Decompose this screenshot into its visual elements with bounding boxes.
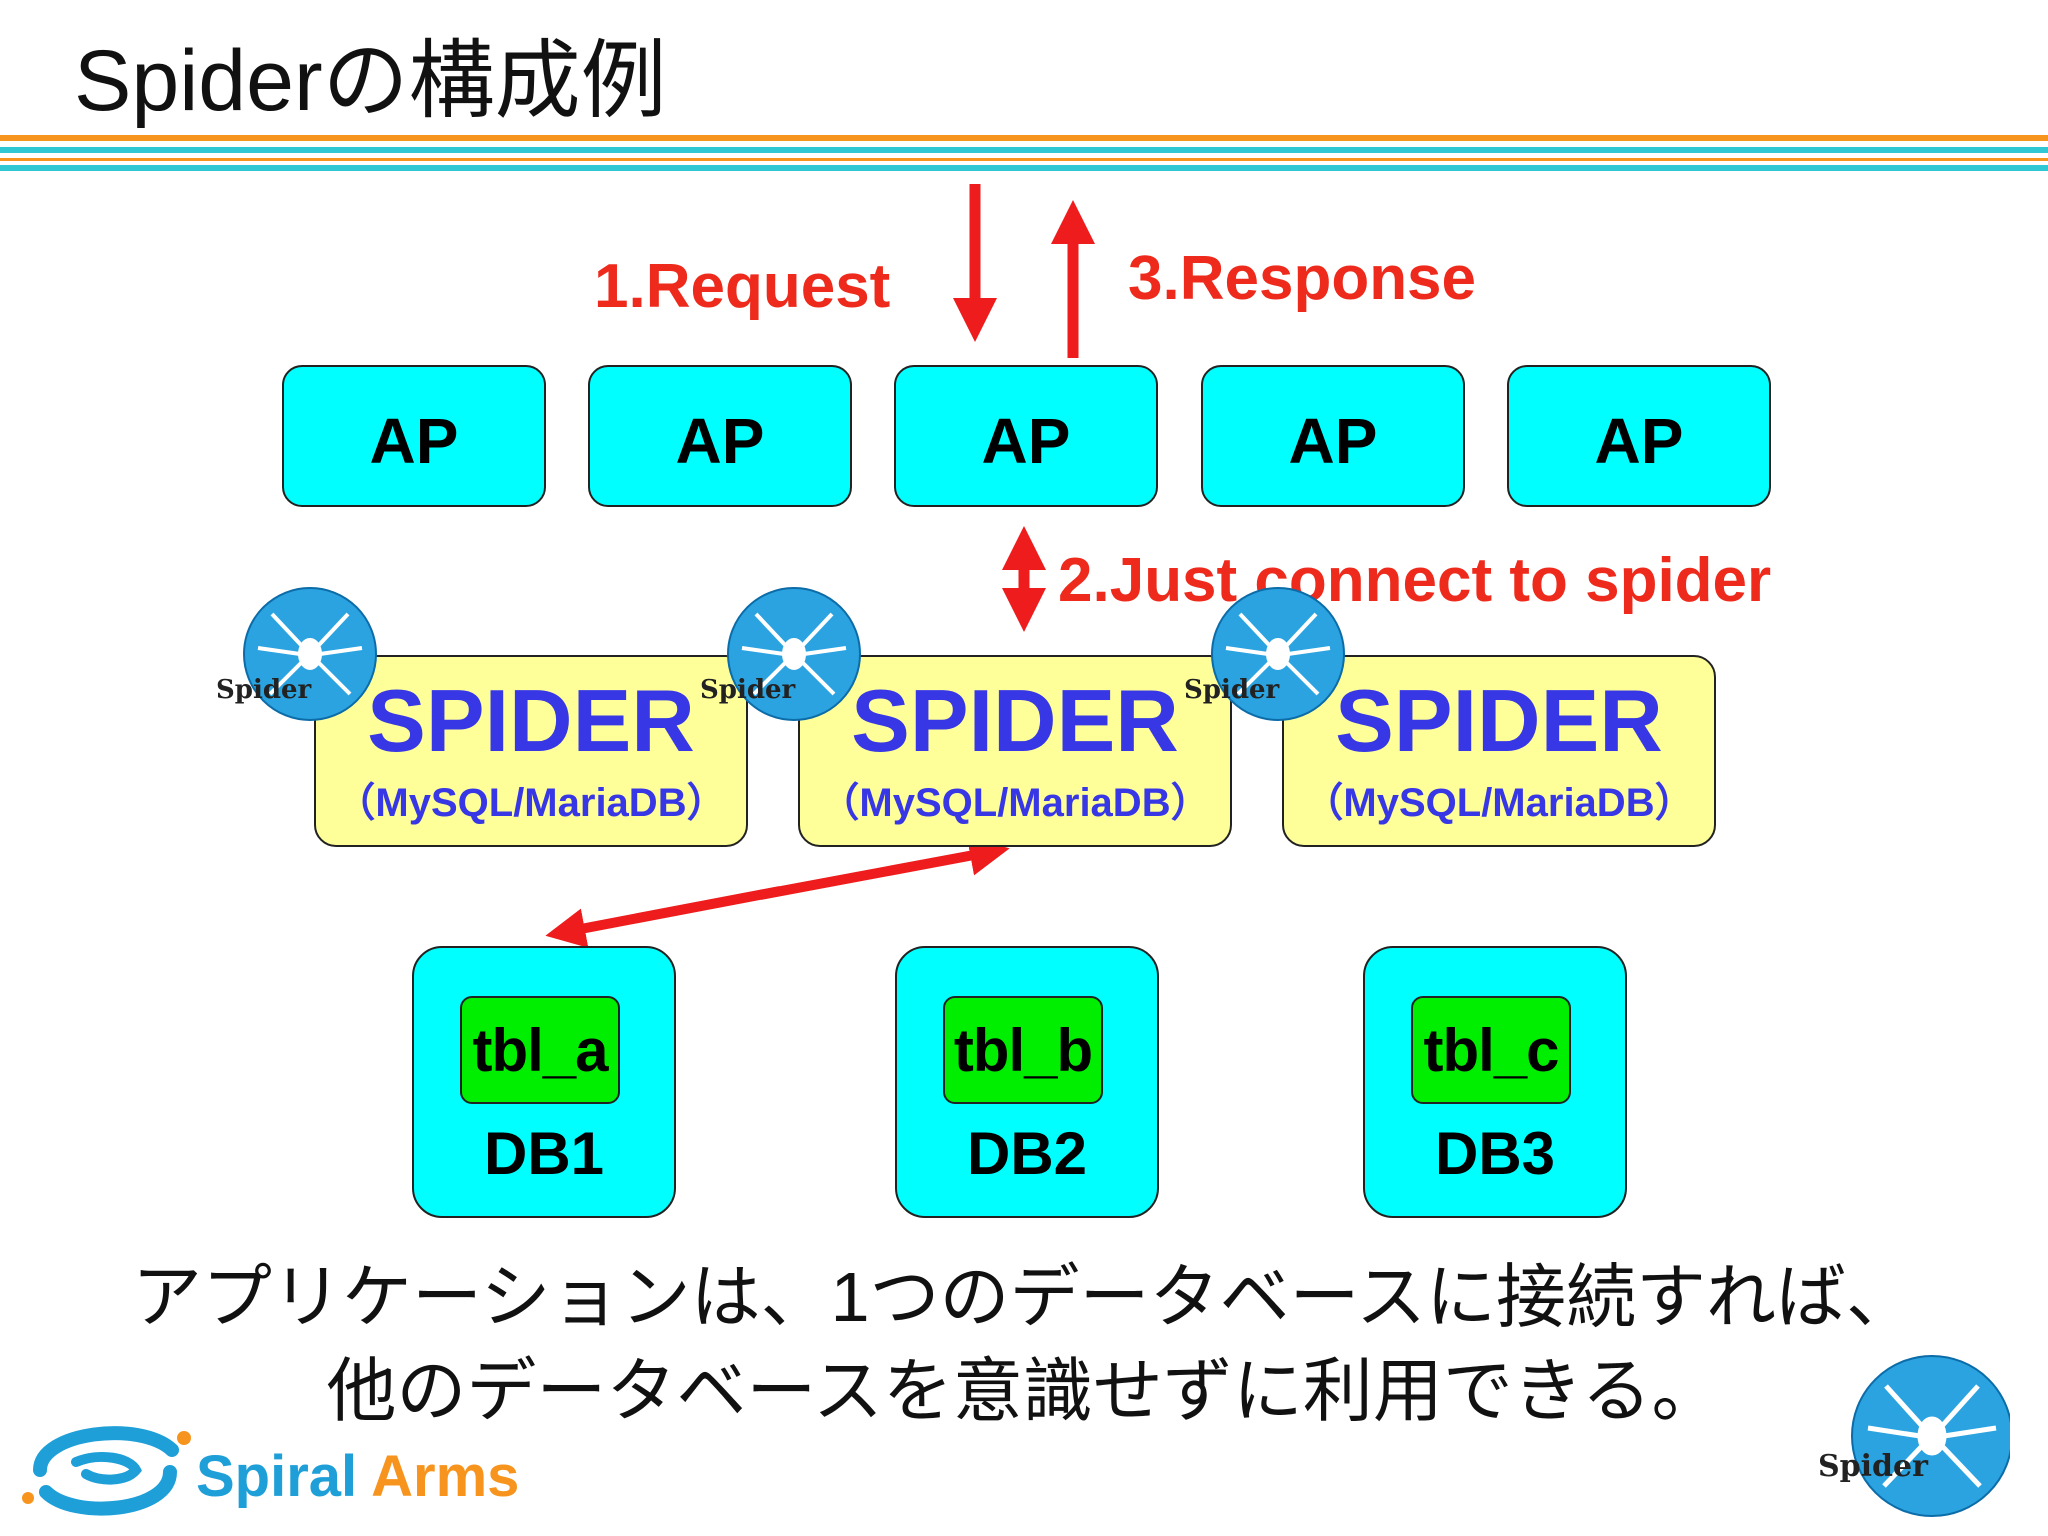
- spider-node-subtitle: （MySQL/MariaDB）: [1303, 781, 1695, 825]
- caption-line-1: アプリケーションは、1つのデータベースに接続すれば、: [131, 1258, 1917, 1336]
- spider-node-subtitle: （MySQL/MariaDB）: [819, 781, 1211, 825]
- ap-node-label: AP: [1288, 405, 1378, 477]
- table-label: tbl_a: [472, 1016, 608, 1084]
- request-label: 1.Request: [594, 252, 891, 321]
- spider-db-arrow-1: [759, 836, 1010, 900]
- spider-node-subtitle: （MySQL/MariaDB）: [335, 781, 727, 825]
- ap-node-5: AP: [1507, 365, 1771, 507]
- response-label: 3.Response: [1128, 244, 1477, 313]
- db-label: DB3: [1434, 1120, 1556, 1187]
- db-label: DB1: [483, 1120, 605, 1187]
- db-node-3: tbl_c DB3: [1363, 946, 1627, 1218]
- spider-corner-logo-text: Spider: [1818, 1449, 1929, 1484]
- brand-name: Spiral Arms: [196, 1448, 519, 1506]
- header-rule-orange-mid: [0, 158, 2048, 161]
- table-box: tbl_a: [460, 996, 620, 1104]
- db-node-1: tbl_a DB1: [412, 946, 676, 1218]
- spider-node-title: SPIDER: [1335, 671, 1663, 770]
- spider-node-title: SPIDER: [851, 671, 1179, 770]
- spider-node-2: SPIDER （MySQL/MariaDB）: [798, 655, 1232, 847]
- ap-node-label: AP: [981, 405, 1071, 477]
- ap-node-1: AP: [282, 365, 546, 507]
- spider-db-arrow-2: [545, 886, 781, 948]
- ap-node-label: AP: [675, 405, 765, 477]
- ap-node-label: AP: [369, 405, 459, 477]
- table-label: tbl_b: [953, 1016, 1093, 1084]
- table-label: tbl_c: [1423, 1016, 1559, 1084]
- caption-line-2: 他のデータベースを意識せずに利用できる。: [326, 1352, 1722, 1430]
- spider-node-3: SPIDER （MySQL/MariaDB）: [1282, 655, 1716, 847]
- spider-logo-icon: Spider: [700, 587, 861, 721]
- page-title: Spiderの構成例: [74, 33, 667, 129]
- spider-logo-icon: Spider: [216, 587, 377, 721]
- brand-arms: Arms: [371, 1444, 520, 1509]
- spider-logo-icon: Spider: [1184, 587, 1345, 721]
- ap-node-4: AP: [1201, 365, 1465, 507]
- ap-node-2: AP: [588, 365, 852, 507]
- brand-spiral: Spiral: [196, 1444, 358, 1509]
- ap-node-3: AP: [894, 365, 1158, 507]
- header-rule-orange-top: [0, 135, 2048, 141]
- spider-node-title: SPIDER: [367, 671, 695, 770]
- spider-logo-text: Spider: [700, 675, 796, 705]
- header-rule-teal-1: [0, 147, 2048, 153]
- ap-node-label: AP: [1594, 405, 1684, 477]
- table-box: tbl_b: [943, 996, 1103, 1104]
- spider-corner-logo-icon: Spider: [1818, 1355, 2010, 1517]
- spider-node-1: SPIDER （MySQL/MariaDB）: [314, 655, 748, 847]
- header-rule-teal-2: [0, 165, 2048, 171]
- db-label: DB2: [966, 1120, 1088, 1187]
- connect-label: 2.Just connect to spider: [1058, 546, 1772, 615]
- spider-logo-text: Spider: [1184, 675, 1280, 705]
- db-node-2: tbl_b DB2: [895, 946, 1159, 1218]
- spiral-arms-logo-icon: [22, 1426, 191, 1516]
- table-box: tbl_c: [1411, 996, 1571, 1104]
- spider-logo-text: Spider: [216, 675, 312, 705]
